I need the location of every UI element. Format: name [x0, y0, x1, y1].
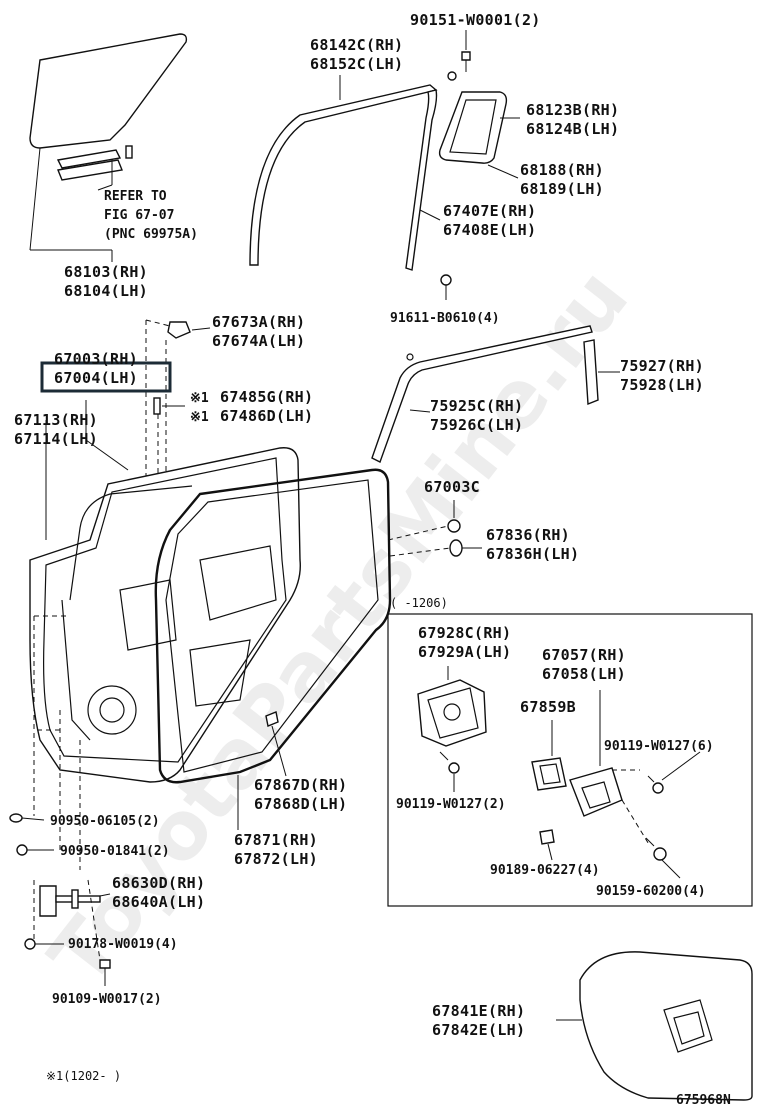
label-67836h: 67836H(LH) — [486, 545, 579, 563]
label-67872: 67872(LH) — [234, 850, 318, 868]
part-67003c — [387, 500, 461, 541]
figure-id: 675968N — [676, 1093, 731, 1108]
label-90950-06105: 90950-06105(2) — [50, 814, 160, 829]
label-90151: 90151-W0001(2) — [410, 11, 541, 29]
label-67004lh: 67004(LH) — [54, 369, 138, 387]
label-68640a: 68640A(LH) — [112, 893, 205, 911]
label-90178: 90178-W0019(4) — [68, 937, 178, 952]
clip-90950-06105 — [9, 813, 45, 823]
label-90189: 90189-06227(4) — [490, 863, 600, 878]
label-67003rh: 67003(RH) — [54, 350, 138, 368]
label-67928c: 67928C(RH) — [418, 624, 511, 642]
left-leaders — [33, 615, 81, 870]
label-90950-01841: 90950-01841(2) — [60, 844, 170, 859]
label-67929a: 67929A(LH) — [418, 643, 511, 661]
label-68188: 68188(RH) — [520, 161, 604, 179]
label-68189: 68189(LH) — [520, 180, 604, 198]
label-75926c: 75926C(LH) — [430, 416, 523, 434]
label-67003c: 67003C — [424, 478, 480, 496]
clip-67867d — [265, 711, 287, 777]
footnote: ※1(1202- ) — [46, 1069, 121, 1083]
label-90159: 90159-60200(4) — [596, 884, 706, 899]
label-75925c: 75925C(RH) — [430, 397, 523, 415]
glass-bolt — [125, 145, 133, 159]
label-67673a: 67673A(RH) — [212, 313, 305, 331]
label-refer-1: REFER TO — [104, 189, 167, 204]
label-67867d: 67867D(RH) — [254, 776, 347, 794]
label-68104: 68104(LH) — [64, 282, 148, 300]
belt-moulding — [371, 325, 593, 463]
label-67113: 67113(RH) — [14, 411, 98, 429]
label-91611: 91611-B0610(4) — [390, 311, 500, 326]
label-67486d: 67486D(LH) — [220, 407, 313, 425]
label-67674a: 67674A(LH) — [212, 332, 305, 350]
label-90119-b: 90119-W0127(2) — [396, 797, 506, 812]
division-bar — [405, 89, 441, 271]
label-67408e: 67408E(LH) — [443, 221, 536, 239]
label-67842e: 67842E(LH) — [432, 1021, 525, 1039]
rear-moulding — [583, 339, 620, 406]
note-mark-2: ※1 — [190, 410, 209, 425]
run-channel — [249, 75, 438, 266]
label-67058: 67058(LH) — [542, 665, 626, 683]
label-75927: 75927(RH) — [620, 357, 704, 375]
label-refer-3: (PNC 69975A) — [104, 227, 198, 242]
door-check — [33, 880, 111, 940]
screw-90119-a — [647, 751, 701, 794]
service-hole-cover — [556, 951, 753, 1101]
highlight-box — [40, 361, 172, 393]
door-lock — [417, 666, 487, 747]
door-trim-outline — [69, 400, 193, 601]
label-67859b: 67859B — [520, 698, 576, 716]
label-68123b: 68123B(RH) — [526, 101, 619, 119]
bolt-90109 — [87, 879, 111, 986]
label-67057: 67057(RH) — [542, 646, 626, 664]
lock-striker-67057 — [569, 690, 651, 847]
label-68142c: 68142C(RH) — [310, 36, 403, 54]
label-68124b: 68124B(LH) — [526, 120, 619, 138]
label-67871: 67871(RH) — [234, 831, 318, 849]
weatherstrip — [154, 468, 392, 830]
label-67407e: 67407E(RH) — [443, 202, 536, 220]
nut-90178 — [24, 938, 64, 950]
clip-90189 — [539, 829, 555, 861]
label-68152c: 68152C(LH) — [310, 55, 403, 73]
lock-assembly-box — [387, 613, 753, 907]
label-refer-2: FIG 67-07 — [104, 208, 174, 223]
lock-cover-67859b — [531, 720, 567, 791]
screw-90151 — [447, 30, 471, 81]
note-mark-1: ※1 — [190, 391, 209, 406]
label-67841e: 67841E(RH) — [432, 1002, 525, 1020]
label-67114: 67114(LH) — [14, 430, 98, 448]
label-67868d: 67868D(LH) — [254, 795, 347, 813]
glass-channel — [56, 149, 123, 191]
label-68630d: 68630D(RH) — [112, 874, 205, 892]
screw-90159 — [645, 837, 681, 879]
label-box-range: ( -1206) — [390, 596, 448, 610]
label-67485g: 67485G(RH) — [220, 388, 313, 406]
label-75928: 75928(LH) — [620, 376, 704, 394]
quarter-glass — [438, 91, 520, 179]
label-67836rh: 67836(RH) — [486, 526, 570, 544]
label-90109: 90109-W0017(2) — [52, 992, 162, 1007]
screw-91611 — [440, 274, 452, 300]
door-glass — [29, 33, 188, 262]
screw-90950-01841 — [16, 844, 54, 856]
label-90119-a: 90119-W0127(6) — [604, 739, 714, 754]
screw-90119-b — [439, 751, 460, 792]
door-shell — [29, 420, 301, 783]
label-68103: 68103(RH) — [64, 263, 148, 281]
part-67836 — [389, 539, 482, 557]
